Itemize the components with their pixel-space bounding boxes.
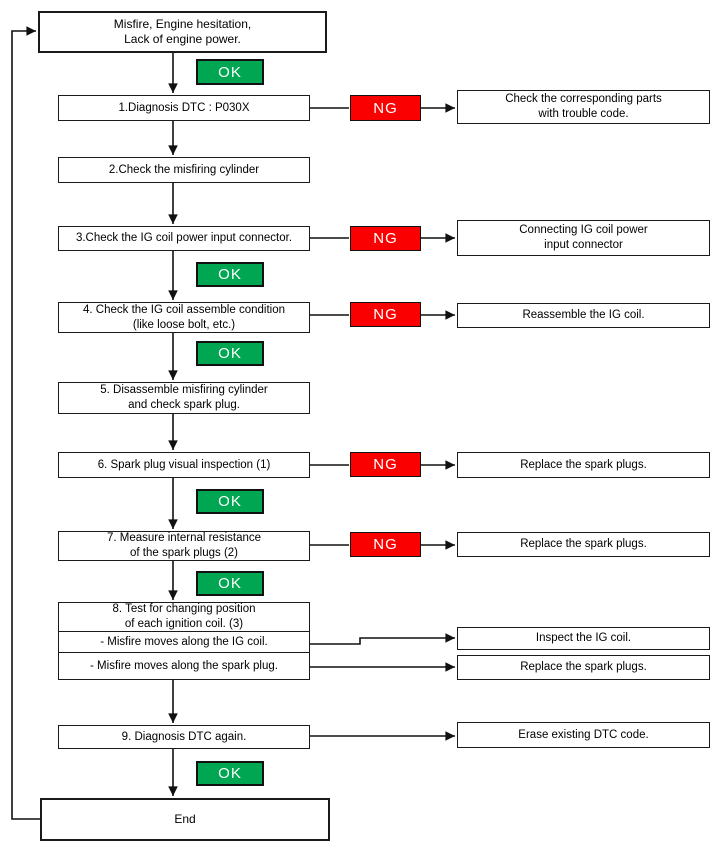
step-7-line-1: 7. Measure internal resistance	[106, 532, 262, 545]
step-8-case-2-label: - Misfire moves along the spark plug.	[90, 659, 278, 672]
action-1-line-1: Check the corresponding parts	[505, 93, 662, 106]
step-9-label: 9. Diagnosis DTC again.	[121, 730, 247, 743]
step-8-case-1-label: - Misfire moves along the IG coil.	[100, 635, 268, 648]
step-4-line-1: 4. Check the IG coil assemble condition	[83, 303, 285, 316]
step-5-box: 5. Disassemble misfiring cylinder and ch…	[58, 382, 310, 414]
ng-badge-5: NG	[350, 532, 421, 557]
start-line-1: Misfire, Engine hesitation,	[113, 16, 252, 31]
action-4-label: Replace the spark plugs.	[520, 458, 647, 471]
step-8-line-2: of each ignition coil. (3)	[124, 618, 244, 630]
action-3-label: Reassemble the IG coil.	[522, 309, 645, 322]
step-4-box: 4. Check the IG coil assemble condition …	[58, 302, 310, 333]
ng-badge-3: NG	[350, 302, 421, 327]
step-7-box: 7. Measure internal resistance of the sp…	[58, 531, 310, 561]
step-4-line-2: (like loose bolt, etc.)	[132, 318, 236, 331]
action-2-line-2: input connector	[544, 239, 623, 251]
action-1-line-2: with trouble code.	[538, 108, 629, 120]
ok-badge-6: OK	[196, 761, 264, 786]
ok-badge-1: OK	[196, 59, 264, 85]
step-5-line-2: and check spark plug.	[128, 399, 240, 411]
action-8-box: Erase existing DTC code.	[457, 722, 710, 748]
start-box: Misfire, Engine hesitation, Lack of engi…	[38, 11, 327, 53]
action-7-label: Replace the spark plugs.	[520, 661, 647, 674]
step-8-box: 8. Test for changing position of each ig…	[58, 602, 310, 632]
action-6-box: Inspect the IG coil.	[457, 627, 710, 650]
ok-badge-3: OK	[196, 341, 264, 366]
ok-badge-2: OK	[196, 262, 264, 287]
step-5-line-1: 5. Disassemble misfiring cylinder	[100, 384, 268, 397]
action-3-box: Reassemble the IG coil.	[457, 303, 710, 328]
step-6-label: 6. Spark plug visual inspection (1)	[97, 458, 271, 471]
action-2-box: Connecting IG coil power input connector	[457, 220, 710, 256]
action-7-box: Replace the spark plugs.	[457, 655, 710, 680]
step-2-label: 2.Check the misfiring cylinder	[108, 163, 260, 176]
action-1-box: Check the corresponding parts with troub…	[457, 90, 710, 124]
end-label: End	[174, 811, 196, 826]
step-2-box: 2.Check the misfiring cylinder	[58, 157, 310, 183]
step-8-line-1: 8. Test for changing position	[112, 603, 256, 616]
step-1-label: 1.Diagnosis DTC : P030X	[118, 101, 250, 114]
ok-badge-4: OK	[196, 489, 264, 514]
start-line-2: Lack of engine power.	[124, 32, 241, 46]
action-5-label: Replace the spark plugs.	[520, 538, 647, 551]
step-1-box: 1.Diagnosis DTC : P030X	[58, 95, 310, 121]
ok-badge-5: OK	[196, 571, 264, 596]
action-2-line-1: Connecting IG coil power	[519, 224, 648, 237]
step-6-box: 6. Spark plug visual inspection (1)	[58, 452, 310, 478]
step-7-line-2: of the spark plugs (2)	[129, 547, 239, 559]
step-9-box: 9. Diagnosis DTC again.	[58, 725, 310, 749]
step-3-box: 3.Check the IG coil power input connecto…	[58, 226, 310, 251]
step-3-label: 3.Check the IG coil power input connecto…	[75, 232, 293, 245]
step-8-case-2-box: - Misfire moves along the spark plug.	[58, 652, 310, 680]
action-6-label: Inspect the IG coil.	[535, 632, 632, 645]
end-box: End	[40, 798, 330, 841]
action-5-box: Replace the spark plugs.	[457, 532, 710, 557]
step-8-case-1-box: - Misfire moves along the IG coil.	[58, 630, 310, 654]
action-8-label: Erase existing DTC code.	[518, 728, 649, 741]
ng-badge-2: NG	[350, 226, 421, 251]
ng-badge-1: NG	[350, 95, 421, 121]
action-4-box: Replace the spark plugs.	[457, 452, 710, 478]
ng-badge-4: NG	[350, 452, 421, 477]
